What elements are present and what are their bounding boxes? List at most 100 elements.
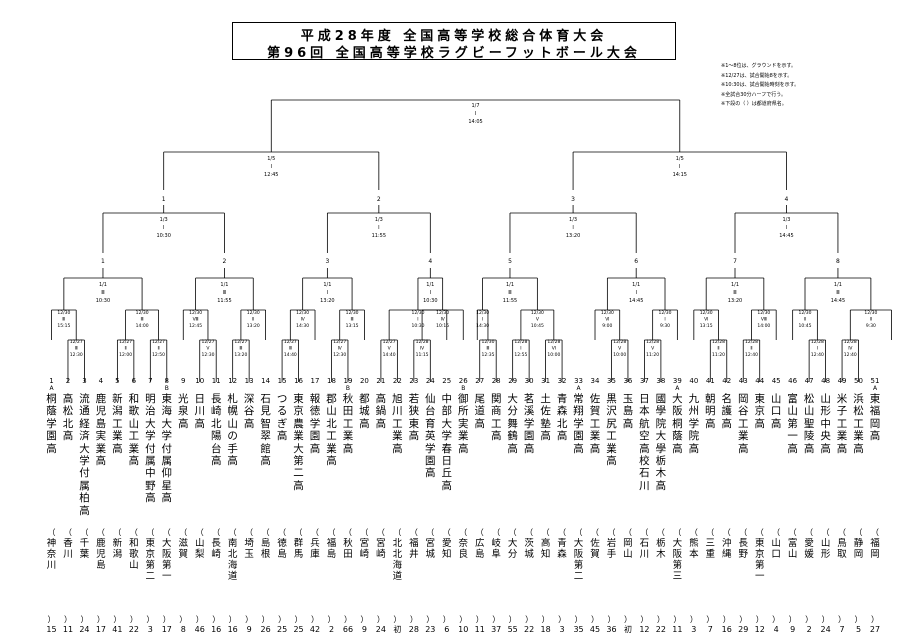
paren-close: ） [442, 615, 451, 624]
paren-open: （ [591, 528, 599, 537]
paren-close: ） [179, 615, 188, 624]
paren-open: （ [805, 528, 814, 537]
round2-match-6-sep: Ⅲ [351, 317, 354, 323]
quarterfinal-3-date: 1/3 [569, 217, 577, 223]
paren-open: （ [689, 528, 698, 537]
round1-match-2-sep: Ⅱ [125, 346, 127, 352]
team-appearances: 9 [361, 625, 367, 634]
final-match-time: 14:05 [468, 119, 482, 125]
team-school-name: 長崎北陽台高 [210, 393, 222, 468]
round1-match-9-time: 11:15 [416, 352, 429, 358]
team-number: 30 [524, 377, 534, 385]
team-school-name: 土佐塾高 [540, 393, 551, 443]
team-school-name: 東京農業大第二高 [293, 393, 304, 492]
paren-close: ） [245, 615, 254, 624]
team-appearances: 18 [540, 625, 551, 634]
quarterfinal-4-sep: Ⅰ [786, 225, 787, 231]
round1-match-9-sep: Ⅳ [420, 346, 425, 352]
team-appearances: 29 [738, 625, 749, 634]
team-school-name: 松山聖陵高 [803, 393, 815, 455]
round1-match-12-date: 12/28 [547, 339, 560, 345]
round2-match-6-time: 13:15 [346, 323, 359, 329]
team-group-mark [638, 385, 651, 393]
round1-match-12-sep: Ⅵ [552, 346, 556, 352]
quarterfinal-3-sep: Ⅰ [572, 225, 573, 231]
team-appearances: 27 [869, 625, 881, 634]
team-school-name: 札幌山の手高 [227, 393, 238, 468]
team-number: 8 [164, 377, 170, 385]
team-appearances: 10 [458, 625, 469, 634]
team-appearances: 3 [147, 625, 153, 634]
paren-open: （ [228, 528, 237, 537]
team-number: 7 [148, 377, 153, 385]
round2-match-13-time: 13:15 [700, 323, 713, 329]
sf-number-3: 3 [571, 196, 575, 203]
team-number: 16 [294, 377, 303, 385]
block-number-6: 6 [634, 258, 638, 265]
round2-match-1-date: 12/30 [57, 310, 70, 316]
round3-match-6-sep: Ⅰ [635, 290, 636, 296]
paren-close: ） [722, 615, 731, 624]
paren-close: ） [591, 615, 599, 624]
team-prefecture: 富山 [787, 538, 798, 560]
team-prefecture: 青森 [557, 538, 567, 560]
team-group-mark [243, 385, 256, 393]
block-number-8: 8 [836, 258, 840, 265]
round3-match-8-date: 1/1 [834, 282, 842, 288]
round2-match-10-time: 10:45 [531, 323, 544, 329]
team-school-name: 都城高 [359, 393, 370, 430]
sf-number-2: 2 [377, 196, 381, 203]
team-school-name: 富山第一高 [787, 393, 798, 455]
round1-match-4-sep: Ⅴ [206, 346, 210, 352]
team-school-name: 青森北高 [556, 393, 568, 443]
team-number: 51 [870, 377, 880, 385]
team-school-name: 高鍋高 [375, 393, 387, 430]
team-school-name: つるぎ高 [276, 393, 288, 443]
paren-open: （ [96, 528, 105, 537]
round2-match-8-date: 12/30 [436, 310, 449, 316]
team-school-name: 山形中央高 [820, 393, 831, 455]
team-number: 36 [623, 377, 633, 385]
team-school-name: 日川高 [194, 393, 205, 430]
team-prefecture: 福井 [409, 538, 419, 560]
team-number: 32 [557, 377, 567, 385]
team-number: 9 [181, 377, 186, 385]
team-school-name: 光泉高 [178, 393, 189, 430]
paren-open: （ [525, 528, 534, 537]
round3-match-8-time: 14:45 [831, 298, 845, 304]
team-appearances: 16 [721, 625, 732, 634]
round2-match-5-time: 14:30 [296, 323, 309, 329]
team-prefecture: 北北海道 [392, 538, 403, 582]
team-appearances: 3 [691, 625, 697, 634]
team-school-name: 和歌山工業高 [128, 393, 140, 468]
round1-match-2-date: 12/27 [119, 339, 132, 345]
round3-match-4-sep: Ⅰ [430, 290, 431, 296]
team-appearances: 11 [672, 625, 683, 634]
team-prefecture: 宮崎 [376, 538, 386, 560]
team-group-mark [523, 385, 536, 393]
team-school-name: 流通経済大学付属柏高 [79, 393, 90, 517]
team-number: 29 [508, 377, 518, 385]
round3-match-2-sep: Ⅲ [223, 290, 226, 296]
title-line-1: 平成28年度 全国高等学校総合体育大会 [300, 29, 608, 44]
team-group-mark [539, 385, 552, 393]
round2-match-2-sep: Ⅲ [141, 317, 144, 323]
team-group-mark [737, 385, 750, 393]
round2-match-8-sep: Ⅳ [441, 317, 446, 323]
block-number-5: 5 [508, 258, 512, 265]
paren-open: （ [146, 528, 155, 537]
team-group-mark [276, 385, 289, 393]
paren-open: （ [508, 528, 517, 537]
quarterfinal-1-time: 10:30 [156, 233, 170, 239]
